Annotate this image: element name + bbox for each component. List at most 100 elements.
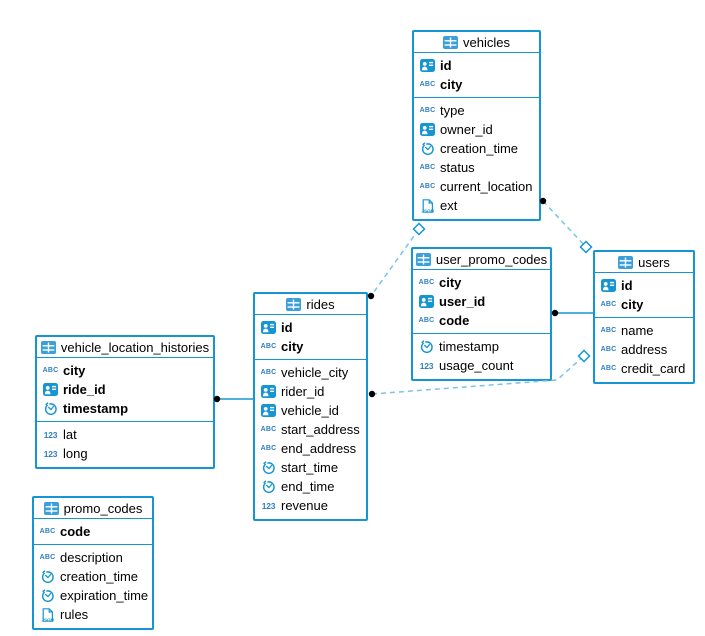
column-label: lat bbox=[63, 427, 77, 442]
table-header[interactable]: rides bbox=[255, 294, 366, 315]
column-user_id[interactable]: user_id bbox=[413, 292, 550, 311]
relationship-line-vehicles-users[interactable] bbox=[542, 200, 587, 248]
column-label: revenue bbox=[281, 498, 328, 513]
json-type-icon: JSON bbox=[39, 607, 56, 622]
column-start_time[interactable]: start_time bbox=[255, 458, 366, 477]
column-label: description bbox=[60, 550, 123, 565]
table-title: vehicle_location_histories bbox=[60, 339, 210, 355]
id-type-icon bbox=[418, 295, 435, 308]
text-type-icon: ABC bbox=[42, 367, 59, 374]
column-timestamp[interactable]: timestamp bbox=[37, 399, 213, 418]
column-label: vehicle_id bbox=[281, 403, 339, 418]
column-label: id bbox=[440, 58, 452, 73]
column-label: end_address bbox=[281, 441, 357, 456]
relationship-dot-end bbox=[367, 292, 375, 300]
column-label: type bbox=[440, 103, 465, 118]
text-type-icon: ABC bbox=[39, 554, 56, 561]
time-type-icon bbox=[419, 141, 436, 156]
column-label: ext bbox=[440, 198, 458, 213]
column-label: city bbox=[621, 297, 644, 312]
table-title: users bbox=[638, 254, 670, 270]
column-id[interactable]: id bbox=[414, 56, 539, 75]
time-type-icon bbox=[39, 588, 56, 603]
column-city[interactable]: ABC city bbox=[595, 295, 693, 314]
number-type-icon: 123 bbox=[43, 429, 58, 440]
relationship-dot-end bbox=[551, 309, 559, 317]
column-label: vehicle_city bbox=[281, 365, 349, 380]
time-type-icon bbox=[418, 339, 435, 354]
number-type-icon: 123 bbox=[43, 448, 58, 459]
table-header[interactable]: users bbox=[595, 252, 693, 273]
text-type-icon: ABC bbox=[600, 301, 617, 308]
column-label: owner_id bbox=[440, 122, 493, 137]
column-label: city bbox=[439, 275, 462, 290]
column-start_address[interactable]: ABC start_address bbox=[255, 420, 366, 439]
column-label: rules bbox=[60, 607, 89, 622]
column-label: start_address bbox=[281, 422, 360, 437]
column-id[interactable]: id bbox=[255, 318, 366, 337]
column-ext[interactable]: JSON ext bbox=[414, 196, 539, 215]
column-label: timestamp bbox=[439, 339, 499, 354]
column-vehicle_id[interactable]: vehicle_id bbox=[255, 401, 366, 420]
id-type-icon bbox=[260, 404, 277, 417]
table-header[interactable]: promo_codes bbox=[34, 498, 152, 519]
column-label: credit_card bbox=[621, 361, 686, 376]
column-lat[interactable]: 123 lat bbox=[37, 425, 213, 444]
column-label: current_location bbox=[440, 179, 533, 194]
table-title: rides bbox=[306, 296, 335, 312]
column-label: city bbox=[281, 339, 304, 354]
column-end_time[interactable]: end_time bbox=[255, 477, 366, 496]
column-creation_time[interactable]: creation_time bbox=[34, 567, 152, 586]
table-icon bbox=[286, 297, 302, 311]
id-type-icon bbox=[260, 385, 277, 398]
time-type-icon bbox=[260, 479, 277, 494]
svg-text:JSON: JSON bbox=[421, 208, 434, 213]
id-type-icon bbox=[260, 321, 277, 334]
column-owner_id[interactable]: owner_id bbox=[414, 120, 539, 139]
column-timestamp[interactable]: timestamp bbox=[413, 337, 550, 356]
column-label: rider_id bbox=[281, 384, 325, 399]
column-rules[interactable]: JSON rules bbox=[34, 605, 152, 624]
table-header[interactable]: vehicle_location_histories bbox=[37, 337, 213, 358]
table-title: user_promo_codes bbox=[435, 251, 548, 267]
table-header[interactable]: vehicles bbox=[414, 32, 539, 53]
column-label: city bbox=[440, 77, 463, 92]
column-id[interactable]: id bbox=[595, 276, 693, 295]
column-creation_time[interactable]: creation_time bbox=[414, 139, 539, 158]
column-description[interactable]: ABC description bbox=[34, 548, 152, 567]
text-type-icon: ABC bbox=[260, 426, 277, 433]
column-rider_id[interactable]: rider_id bbox=[255, 382, 366, 401]
column-expiration_time[interactable]: expiration_time bbox=[34, 586, 152, 605]
column-ride_id[interactable]: ride_id bbox=[37, 380, 213, 399]
table-header[interactable]: user_promo_codes bbox=[413, 249, 550, 270]
id-type-icon bbox=[419, 123, 436, 136]
